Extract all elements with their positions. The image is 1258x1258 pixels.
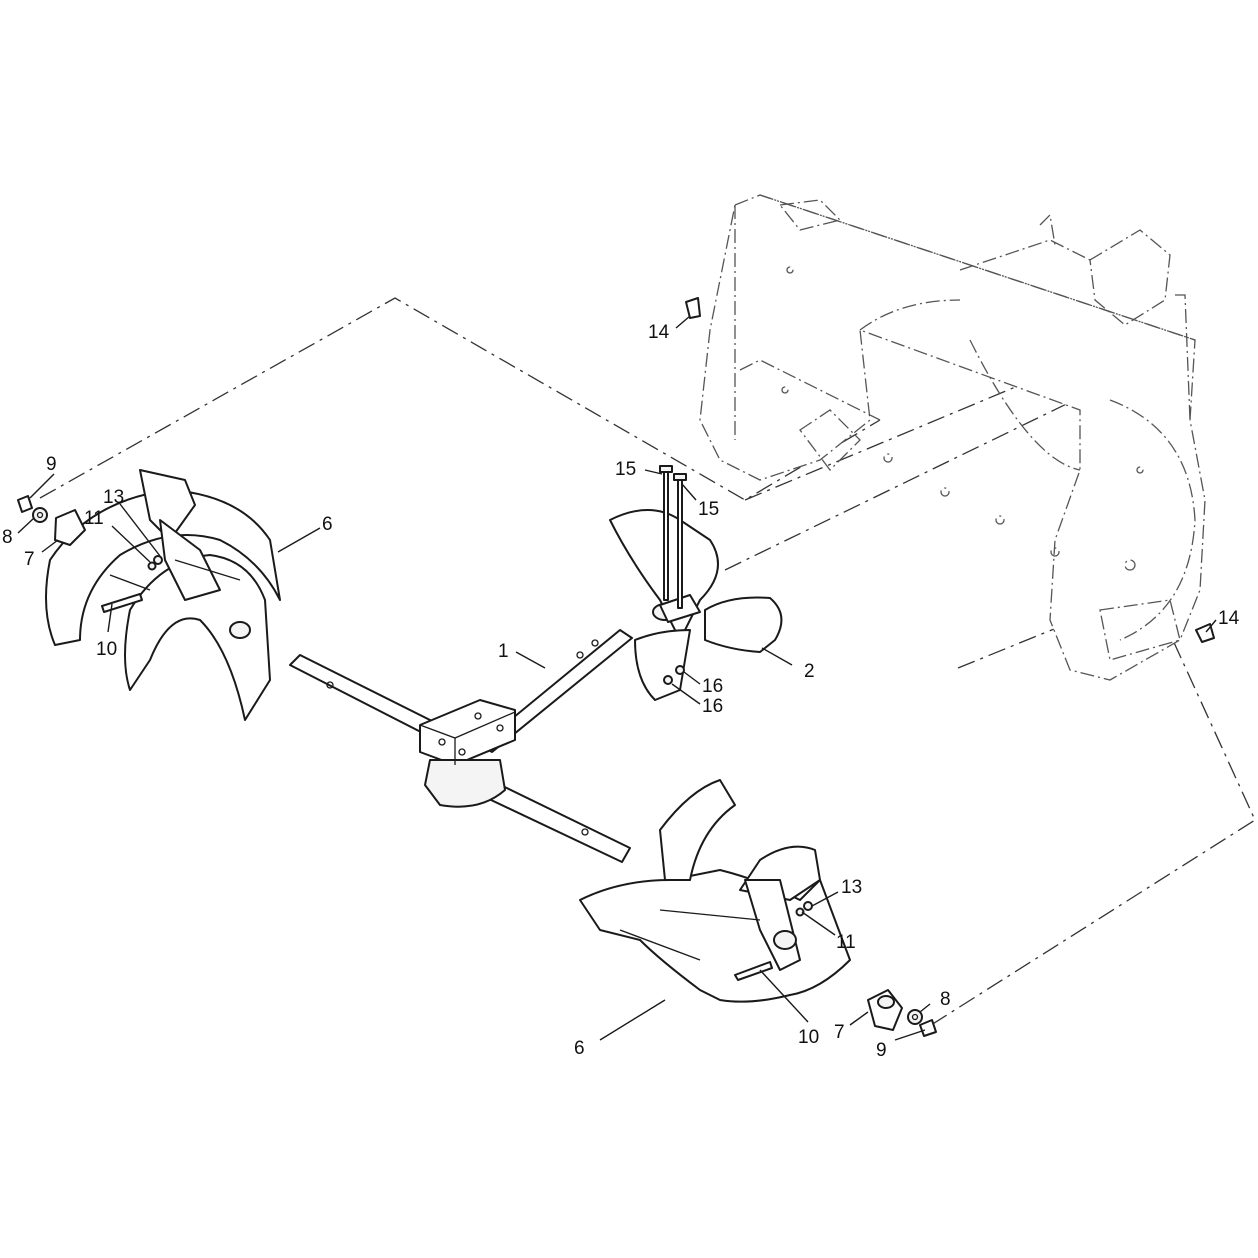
callout-9-right: 9 xyxy=(876,1040,887,1061)
callout-11-left: 11 xyxy=(84,508,104,529)
callout-10-right: 10 xyxy=(798,1027,819,1048)
gearbox xyxy=(419,699,516,808)
callout-13-left: 13 xyxy=(103,487,124,508)
callout-8-left: 8 xyxy=(2,527,13,548)
callout-16-upper: 16 xyxy=(702,676,723,697)
auger-housing-ghost xyxy=(699,194,1206,681)
callout-7-left: 7 xyxy=(24,549,35,570)
callout-11-right: 11 xyxy=(836,932,856,953)
callout-6-left: 6 xyxy=(322,514,333,535)
callout-8-right: 8 xyxy=(940,989,951,1010)
callout-1: 1 xyxy=(498,641,509,662)
hardware-impeller-bolts xyxy=(659,465,687,685)
auger-flighting-right xyxy=(579,779,851,1003)
impeller xyxy=(609,509,783,701)
callout-2: 2 xyxy=(804,661,815,682)
leader-lines xyxy=(17,315,1217,1041)
callout-labels: 1 2 6 6 7 7 8 8 9 9 10 10 11 11 13 13 14… xyxy=(2,322,1240,1061)
callout-15-upper: 15 xyxy=(615,459,636,480)
callout-13-right: 13 xyxy=(841,877,862,898)
callout-6-right: 6 xyxy=(574,1038,585,1059)
callout-16-lower: 16 xyxy=(702,696,723,717)
callout-10-left: 10 xyxy=(96,639,117,660)
callout-14-housing-right: 14 xyxy=(1218,608,1240,629)
auger-flighting-left xyxy=(45,469,281,721)
hardware-right xyxy=(734,901,937,1037)
callout-7-right: 7 xyxy=(834,1022,845,1043)
callout-14-housing-left: 14 xyxy=(648,322,670,343)
callout-15-lower: 15 xyxy=(698,499,719,520)
callout-9-left: 9 xyxy=(46,454,57,475)
